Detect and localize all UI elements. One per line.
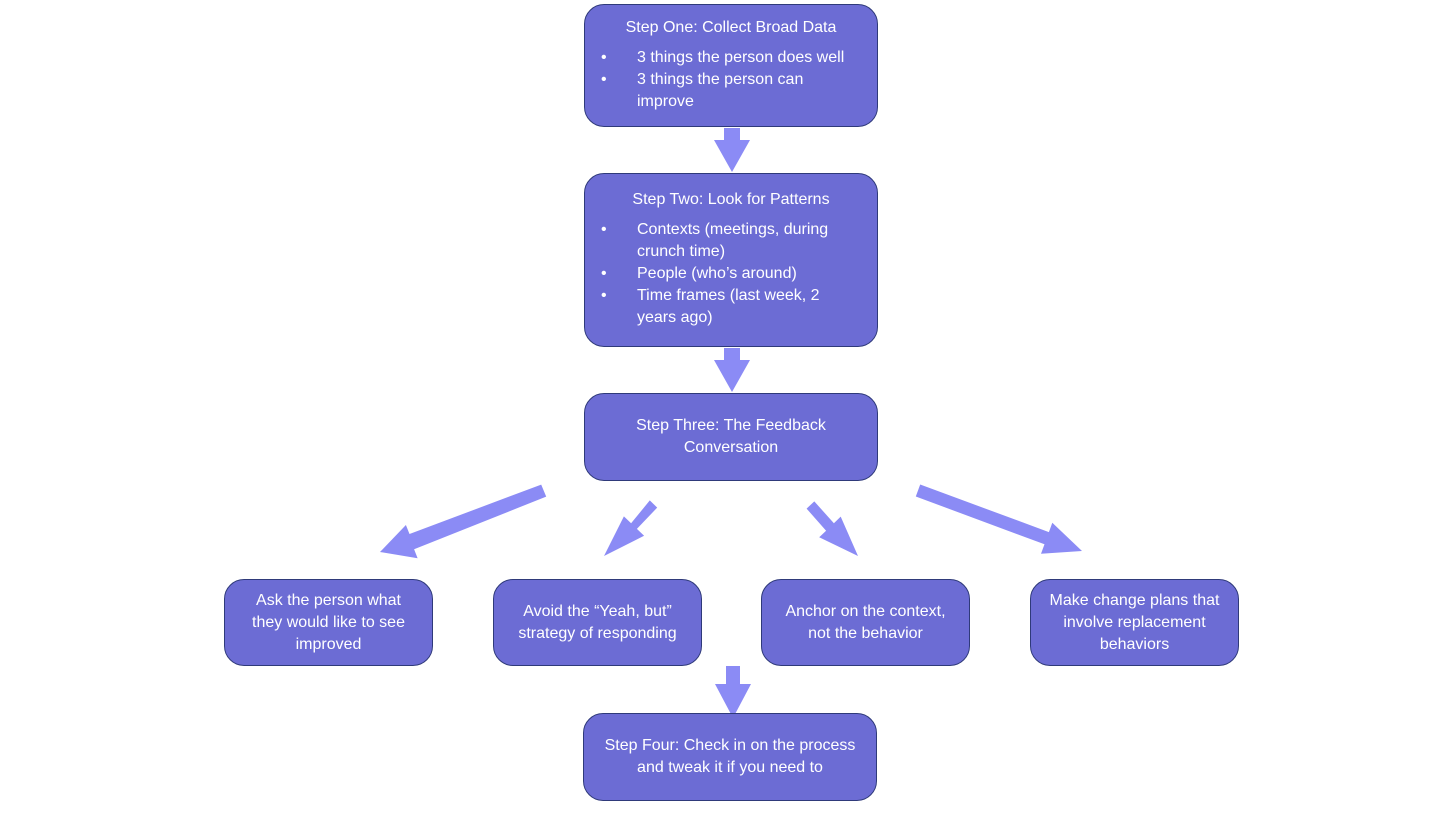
sub-step-text-2: Avoid the “Yeah, but” strategy of respon…	[518, 602, 677, 642]
sub-step-box-4: Make change plans that involve replaceme…	[1030, 579, 1239, 666]
step-two-bullet-list: Contexts (meetings, during crunch time) …	[585, 219, 877, 329]
step-two-bullet: People (who’s around)	[585, 263, 877, 285]
step-four-box: Step Four: Check in on the process and t…	[583, 713, 877, 801]
sub-step-text-1: Ask the person what they would like to s…	[252, 591, 405, 653]
arrow-to-sub-step-1	[380, 484, 547, 559]
arrow-to-sub-step-2	[604, 500, 658, 556]
arrow-step-two-to-three	[714, 348, 750, 392]
step-three-box: Step Three: The Feedback Conversation	[584, 393, 878, 481]
sub-step-text-3: Anchor on the context, not the behavior	[785, 602, 946, 642]
step-one-box: Step One: Collect Broad Data 3 things th…	[584, 4, 878, 127]
arrow-step-one-to-two	[714, 128, 750, 172]
step-one-bullet-list: 3 things the person does well 3 things t…	[585, 47, 877, 113]
step-one-bullet: 3 things the person can improve	[585, 69, 877, 113]
step-two-box: Step Two: Look for Patterns Contexts (me…	[584, 173, 878, 347]
sub-step-box-3: Anchor on the context, not the behavior	[761, 579, 970, 666]
step-two-bullet: Contexts (meetings, during crunch time)	[585, 219, 877, 263]
sub-step-text-4: Make change plans that involve replaceme…	[1049, 591, 1220, 653]
step-two-title: Step Two: Look for Patterns	[632, 191, 830, 208]
arrow-to-step-four	[715, 666, 751, 718]
step-three-title: Step Three: The Feedback Conversation	[636, 417, 826, 456]
arrow-to-sub-step-3	[806, 501, 858, 556]
step-one-bullet: 3 things the person does well	[585, 47, 877, 69]
step-two-bullet: Time frames (last week, 2 years ago)	[585, 285, 877, 329]
sub-step-box-2: Avoid the “Yeah, but” strategy of respon…	[493, 579, 702, 666]
sub-step-box-1: Ask the person what they would like to s…	[224, 579, 433, 666]
step-four-title: Step Four: Check in on the process and t…	[604, 737, 856, 776]
step-one-title: Step One: Collect Broad Data	[625, 19, 837, 36]
arrow-to-sub-step-4	[915, 484, 1082, 554]
